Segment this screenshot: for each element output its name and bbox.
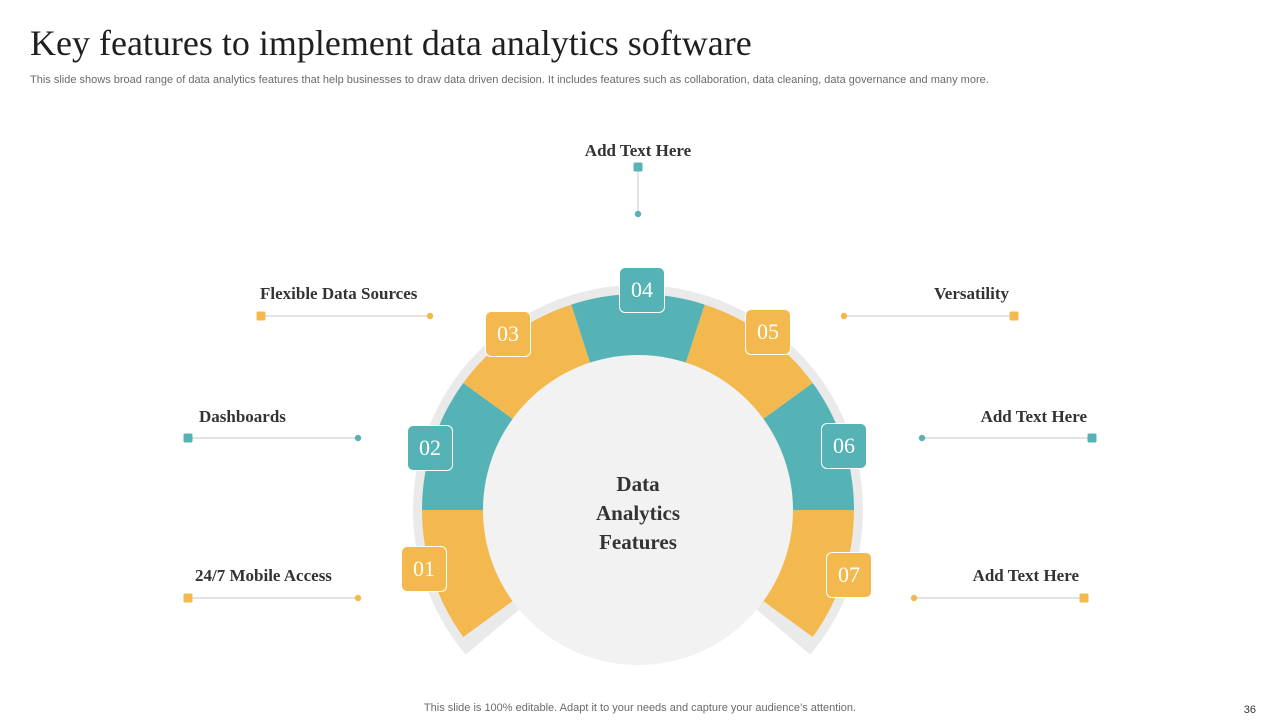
- center-label-line1: Data: [616, 472, 660, 496]
- feature-label-02: Dashboards: [199, 407, 286, 426]
- feature-number-02: 02: [407, 425, 453, 471]
- connector-dot-07: [910, 594, 918, 602]
- center-label: Data Analytics Features: [538, 470, 738, 557]
- ring-segment-01: [422, 510, 515, 637]
- feature-label-06: Add Text Here: [980, 407, 1087, 426]
- slide-subtitle: This slide shows broad range of data ana…: [30, 74, 989, 86]
- center-label-line2: Analytics: [596, 501, 680, 525]
- ring-segment-04: [571, 294, 705, 365]
- slide-title: Key features to implement data analytics…: [30, 23, 752, 63]
- ring-segment-05: [685, 304, 813, 421]
- connector-dot-06: [918, 434, 926, 442]
- connector-dot-04: [634, 210, 642, 218]
- feature-number-01: 01: [401, 546, 447, 592]
- feature-label-04: Add Text Here: [584, 141, 692, 160]
- feature-number-05: 05: [745, 309, 791, 355]
- feature-label-07: Add Text Here: [972, 566, 1079, 585]
- slide-footer: This slide is 100% editable. Adapt it to…: [423, 702, 857, 714]
- page-number: 36: [1243, 704, 1256, 716]
- feature-number-04: 04: [619, 267, 665, 313]
- connector-square-04: [633, 162, 643, 172]
- connector-square-01: [183, 593, 193, 603]
- feature-label-05: Versatility: [934, 284, 1009, 303]
- center-circle: [483, 355, 793, 665]
- connector-square-05: [1009, 311, 1019, 321]
- connector-dot-01: [354, 594, 362, 602]
- connector-dot-02: [354, 434, 362, 442]
- connector-square-03: [256, 311, 266, 321]
- ring-segment-06: [761, 383, 854, 510]
- feature-number-03: 03: [485, 311, 531, 357]
- feature-label-01: 24/7 Mobile Access: [195, 566, 332, 585]
- center-label-line3: Features: [599, 530, 677, 554]
- connector-square-06: [1087, 433, 1097, 443]
- feature-label-03: Flexible Data Sources: [260, 284, 418, 303]
- connector-square-07: [1079, 593, 1089, 603]
- connector-dot-05: [840, 312, 848, 320]
- connector-layer: [183, 162, 1097, 603]
- ring-segment-07: [761, 510, 854, 637]
- ring-layer: [413, 285, 863, 665]
- ring-segment-03: [463, 304, 591, 421]
- ring-segment-02: [422, 383, 515, 510]
- connector-square-02: [183, 433, 193, 443]
- feature-number-07: 07: [826, 552, 872, 598]
- connector-dot-03: [426, 312, 434, 320]
- feature-number-06: 06: [821, 423, 867, 469]
